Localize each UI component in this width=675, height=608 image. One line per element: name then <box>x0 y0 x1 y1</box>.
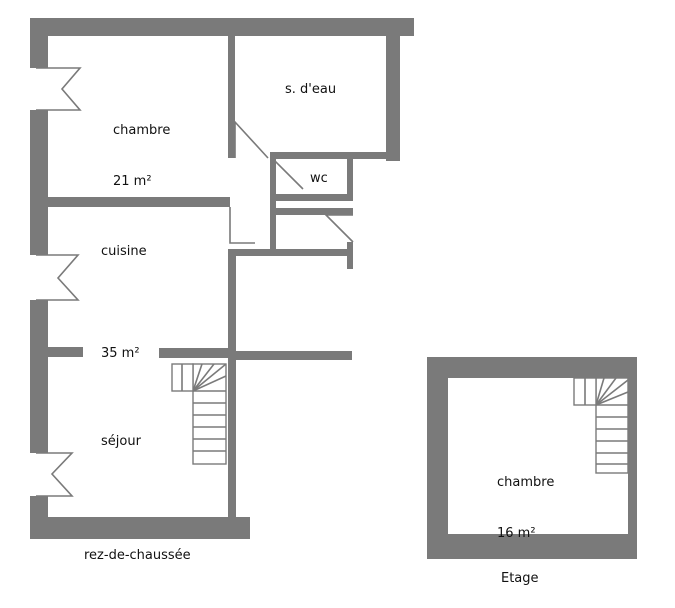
wall-left-2 <box>30 110 48 255</box>
ground-floor-caption: rez-de-chaussée <box>84 548 191 563</box>
wall-wc-right <box>347 152 353 201</box>
door-icon <box>234 119 269 159</box>
wall-top <box>30 18 414 36</box>
wall-upper-left <box>427 357 448 559</box>
room-label-wc: wc <box>310 171 328 186</box>
wall-closet-top <box>270 208 353 215</box>
room-area-living: 35 m² <box>101 346 140 361</box>
wall-upper-bottom <box>427 534 637 559</box>
wall-closet-bottom <box>228 249 353 256</box>
wall-partition-bedroom-bath <box>228 18 235 158</box>
wall-right-bathroom <box>386 18 400 161</box>
window-icon <box>36 254 80 301</box>
window-icon <box>36 67 82 111</box>
wall-stub-right <box>231 351 352 360</box>
door-icon <box>324 214 354 243</box>
wall-left-3 <box>30 300 48 453</box>
wall-left-1 <box>30 18 48 68</box>
wall-upper-top <box>427 357 637 378</box>
room-name: chambre <box>497 475 555 490</box>
window-icon <box>36 452 74 497</box>
wall-closet-right <box>347 242 353 269</box>
staircase-icon <box>573 377 629 474</box>
room-area: 16 m² <box>497 526 536 541</box>
upper-floor-caption: Etage <box>501 571 539 586</box>
door-icon <box>273 158 304 190</box>
room-label-bedroom-upper: chambre 16 m² <box>497 440 554 559</box>
wall-upper-right <box>628 357 637 559</box>
wall-bedroom-bottom <box>48 197 230 207</box>
wall-wc-bottom <box>270 194 353 201</box>
room-label-bathroom: s. d'eau <box>285 82 337 97</box>
wall-bathroom-bottom <box>270 152 400 159</box>
wall-stub-stair <box>159 348 231 358</box>
staircase-icon <box>171 363 227 465</box>
upper-floor-plan <box>427 357 637 559</box>
wall-bottom <box>30 517 250 539</box>
room-name: chambre <box>113 123 171 138</box>
room-label-kitchen: cuisine <box>101 244 147 259</box>
room-label-living: séjour <box>101 434 141 449</box>
wall-stub-left <box>48 347 83 357</box>
door-icon <box>229 207 255 244</box>
room-label-bedroom-ground: chambre 21 m² <box>113 88 170 207</box>
ground-floor-plan <box>30 18 414 539</box>
wall-right-living <box>228 250 236 517</box>
room-area: 21 m² <box>113 174 152 189</box>
